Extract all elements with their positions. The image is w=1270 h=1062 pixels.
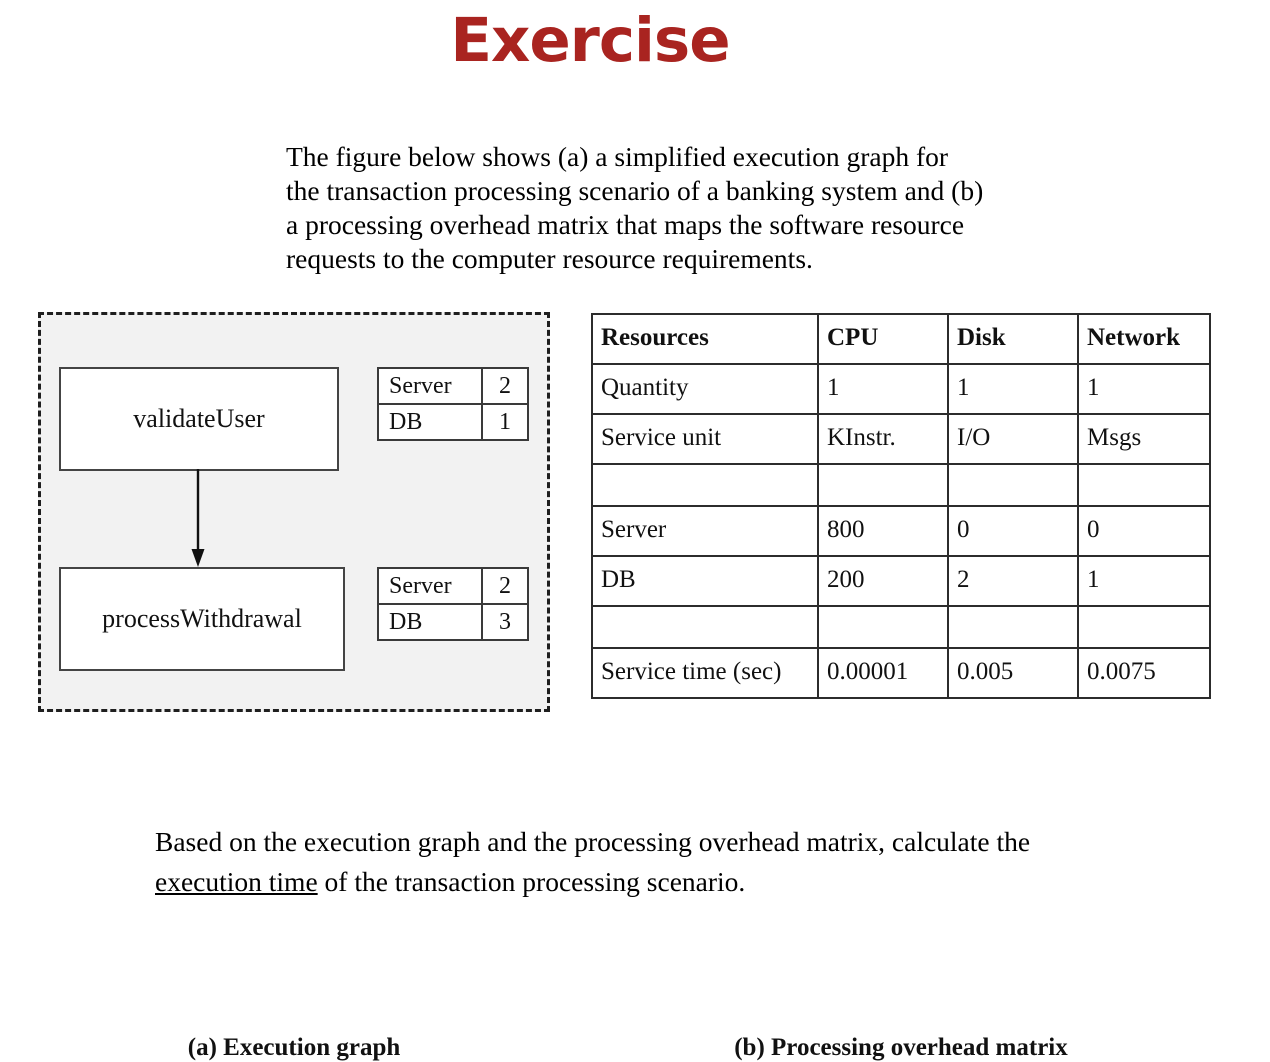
table-row: Server 800 0 0: [591, 505, 1211, 557]
cell-network: 1: [1077, 363, 1211, 415]
table-row: Server 2: [377, 567, 529, 605]
column-header-network: Network: [1077, 313, 1211, 365]
question-emphasis: execution time: [155, 866, 318, 897]
cell-disk: 0.005: [947, 647, 1079, 699]
resource-count: 3: [481, 603, 529, 641]
table-row: Server 2: [377, 367, 529, 405]
resource-count: 1: [481, 403, 529, 441]
row-label: Server: [591, 505, 819, 557]
cell-cpu: 0.00001: [817, 647, 949, 699]
cell-network: 0: [1077, 505, 1211, 557]
row-label: Quantity: [591, 363, 819, 415]
processing-overhead-matrix: Resources CPU Disk Network Quantity 1 1 …: [591, 313, 1211, 699]
question-paragraph: Based on the execution graph and the pro…: [155, 822, 1095, 902]
row-label: [591, 605, 819, 649]
resource-count: 2: [481, 367, 529, 405]
cell-cpu: 800: [817, 505, 949, 557]
column-header-disk: Disk: [947, 313, 1079, 365]
cell-cpu: KInstr.: [817, 413, 949, 465]
table-row: Service time (sec) 0.00001 0.005 0.0075: [591, 647, 1211, 699]
graph-node-label: validateUser: [133, 404, 265, 433]
column-header-cpu: CPU: [817, 313, 949, 365]
table-spacer-row: [591, 605, 1211, 649]
resource-table-validate-user: Server 2 DB 1: [377, 367, 529, 441]
caption-overhead-matrix: (b) Processing overhead matrix: [734, 1034, 1068, 1061]
question-text-part1: Based on the execution graph and the pro…: [155, 826, 1031, 857]
row-label: Service time (sec): [591, 647, 819, 699]
row-label: [591, 463, 819, 507]
graph-node-validate-user: validateUser: [59, 367, 339, 471]
cell-cpu: 1: [817, 363, 949, 415]
execution-graph-panel: validateUser processWithdrawal Server 2 …: [38, 312, 550, 712]
graph-node-process-withdrawal: processWithdrawal: [59, 567, 345, 671]
resource-count: 2: [481, 567, 529, 605]
caption-execution-graph: (a) Execution graph: [187, 1034, 401, 1061]
graph-node-label: processWithdrawal: [102, 604, 302, 633]
cell-network: [1077, 605, 1211, 649]
table-row: DB 1: [377, 403, 529, 441]
cell-cpu: 200: [817, 555, 949, 607]
cell-network: 1: [1077, 555, 1211, 607]
cell-disk: 1: [947, 363, 1079, 415]
cell-disk: 2: [947, 555, 1079, 607]
row-label: Service unit: [591, 413, 819, 465]
page-title: Exercise: [450, 5, 730, 76]
cell-cpu: [817, 605, 949, 649]
cell-disk: [947, 605, 1079, 649]
cell-disk: 0: [947, 505, 1079, 557]
figures-row: validateUser processWithdrawal Server 2 …: [0, 308, 1270, 1061]
resource-table-process-withdrawal: Server 2 DB 3: [377, 567, 529, 641]
cell-network: [1077, 463, 1211, 507]
row-label: DB: [591, 555, 819, 607]
table-spacer-row: [591, 463, 1211, 507]
question-text-part2: of the transaction processing scenario.: [317, 866, 746, 897]
table-header-row: Resources CPU Disk Network: [591, 313, 1211, 365]
table-row: DB 200 2 1: [591, 555, 1211, 607]
resource-name: Server: [377, 367, 483, 405]
resource-name: Server: [377, 567, 483, 605]
cell-disk: I/O: [947, 413, 1079, 465]
cell-network: 0.0075: [1077, 647, 1211, 699]
column-header-resources: Resources: [591, 313, 819, 365]
table-row: Quantity 1 1 1: [591, 363, 1211, 415]
table-row: DB 3: [377, 603, 529, 641]
cell-disk: [947, 463, 1079, 507]
cell-network: Msgs: [1077, 413, 1211, 465]
intro-paragraph: The figure below shows (a) a simplified …: [286, 141, 984, 274]
resource-name: DB: [377, 603, 483, 641]
table-row: Service unit KInstr. I/O Msgs: [591, 413, 1211, 465]
cell-cpu: [817, 463, 949, 507]
resource-name: DB: [377, 403, 483, 441]
arrow-down-icon: [191, 469, 205, 569]
